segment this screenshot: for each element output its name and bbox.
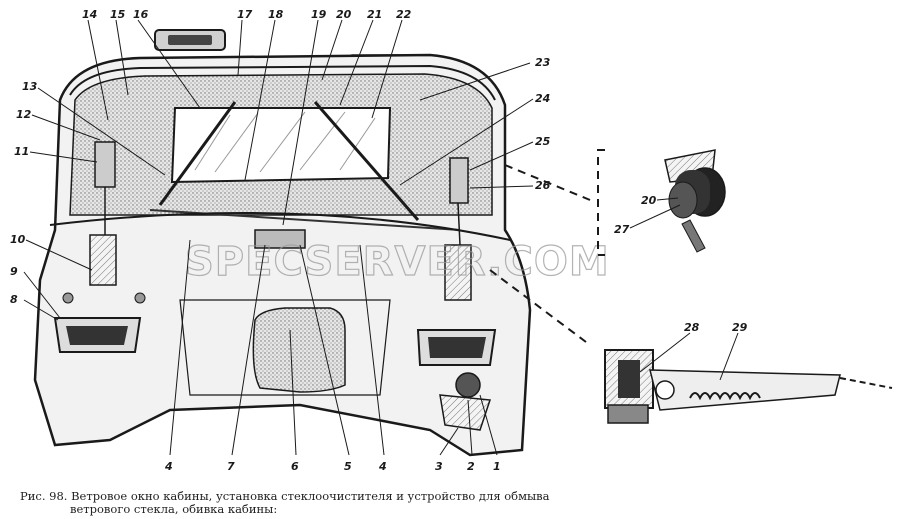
callout-numbers: 14 15 16 17 18 19 20 21 22 23 13 24 12 2… xyxy=(10,8,748,473)
wiper-motor-detail xyxy=(604,349,893,424)
callout-14: 14 xyxy=(82,8,97,21)
watermark: SPECSERVER.COM xyxy=(185,239,610,285)
callout-3: 3 xyxy=(435,460,443,473)
callout-11: 11 xyxy=(14,145,29,158)
detail-leaders xyxy=(489,149,605,346)
callout-2: 2 xyxy=(467,460,475,473)
callout-17: 17 xyxy=(237,8,253,21)
callout-4-left: 4 xyxy=(164,460,173,473)
callout-8: 8 xyxy=(10,293,18,306)
callout-24: 24 xyxy=(535,92,550,105)
callout-9: 9 xyxy=(10,265,18,278)
callout-25: 25 xyxy=(535,135,551,148)
callout-16: 16 xyxy=(133,8,149,21)
callout-12: 12 xyxy=(16,108,32,121)
callout-5: 5 xyxy=(344,460,352,473)
callout-leaders xyxy=(23,19,739,456)
callout-13: 13 xyxy=(22,80,38,93)
callout-18: 18 xyxy=(268,8,284,21)
callout-29: 29 xyxy=(732,321,748,334)
dashboard xyxy=(49,212,511,431)
callout-19: 19 xyxy=(311,8,327,21)
callout-15: 15 xyxy=(110,8,126,21)
callout-27: 27 xyxy=(614,223,630,236)
callout-20: 20 xyxy=(336,8,352,21)
callout-10: 10 xyxy=(10,233,26,246)
caption-line-1: Рис. 98. Ветровое окно кабины, установка… xyxy=(20,489,550,503)
callout-22: 22 xyxy=(396,8,412,21)
callout-7: 7 xyxy=(227,460,235,473)
callout-21: 21 xyxy=(367,8,382,21)
nozzle-detail xyxy=(664,149,726,253)
callout-23: 23 xyxy=(535,56,551,69)
callout-1: 1 xyxy=(493,460,501,473)
side-brackets xyxy=(89,141,472,301)
callout-28: 28 xyxy=(684,321,700,334)
callout-26: 26 xyxy=(535,179,551,192)
callout-4-right: 4 xyxy=(378,460,387,473)
callout-6: 6 xyxy=(291,460,299,473)
figure-caption: Рис. 98. Ветровое окно кабины, установка… xyxy=(20,490,580,516)
callout-20-detail: 20 xyxy=(641,194,657,207)
caption-line-2: ветрового стекла, обивка кабины: xyxy=(70,502,278,516)
